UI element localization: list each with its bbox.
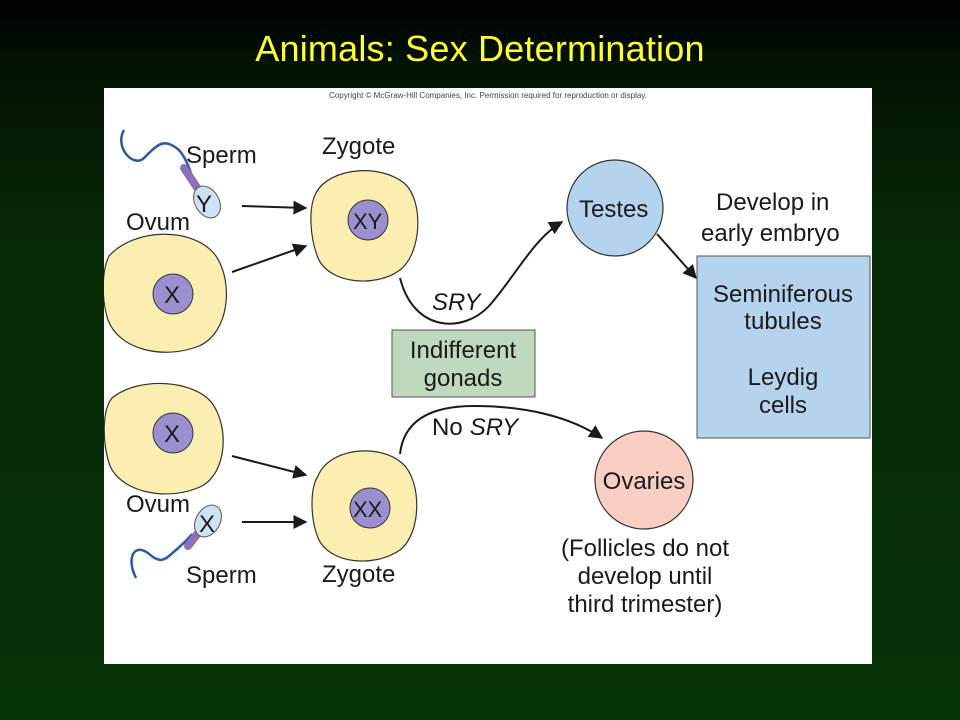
indifferent-gonads-line2: gonads xyxy=(424,365,503,392)
ovum-bottom-nucleus xyxy=(152,412,194,454)
sperm-top: Y xyxy=(120,129,221,219)
copyright-notice: Copyright © McGraw-Hill Companies, Inc. … xyxy=(329,91,647,100)
zygote-bottom-nucleus xyxy=(349,487,391,529)
ovaries-note-line1: (Follicles do not xyxy=(561,535,729,562)
no-sry-gene: SRY xyxy=(470,414,520,441)
arrow-testes-to-box xyxy=(656,233,697,280)
sperm-top-chromosome: Y xyxy=(196,191,212,218)
arrow-sperm-to-zygote-top xyxy=(241,200,308,215)
no-sry-prefix: No xyxy=(432,414,463,441)
testes-note-line2: early embryo xyxy=(701,220,840,247)
indifferent-gonads-box xyxy=(391,329,536,398)
ovaries-note-line2: develop until xyxy=(578,563,713,590)
zygote-top-nucleus xyxy=(347,199,389,241)
ovaries-note-line3: third trimester) xyxy=(568,591,723,618)
sperm-bottom-label: Sperm xyxy=(186,562,257,589)
zygote-bottom-genotype: XX xyxy=(353,497,383,522)
sperm-bottom-chromosome: X xyxy=(199,511,215,538)
testes-label: Testes xyxy=(579,196,648,223)
ovum-bottom-label: Ovum xyxy=(126,491,190,518)
figure-panel: Copyright © McGraw-Hill Companies, Inc. … xyxy=(104,88,872,664)
slide-title: Animals: Sex Determination xyxy=(255,28,705,69)
indifferent-gonads-line1: Indifferent xyxy=(410,337,517,364)
ovaries-label: Ovaries xyxy=(603,468,686,495)
ovum-top-nucleus xyxy=(152,273,194,315)
arrow-ovum-to-zygote-top xyxy=(231,243,308,273)
sperm-top-label: Sperm xyxy=(186,142,257,169)
testes-box-line3: Leydig xyxy=(748,364,819,391)
testes-node xyxy=(566,159,664,257)
ovaries-node xyxy=(594,430,694,530)
ovum-top-label: Ovum xyxy=(126,209,190,236)
testes-box-line4: cells xyxy=(759,392,807,419)
zygote-bottom-label: Zygote xyxy=(322,561,395,588)
arrow-sry-to-testes xyxy=(399,221,564,325)
arrow-ovum-to-zygote-bottom xyxy=(231,455,308,479)
testes-box-line2: tubules xyxy=(744,308,821,335)
zygote-top-genotype: XY xyxy=(353,209,383,234)
testes-structures-box xyxy=(696,255,871,439)
no-sry-label: No SRY xyxy=(432,414,520,441)
ovum-top-chromosome: X xyxy=(164,282,180,309)
testes-box-line1: Seminiferous xyxy=(713,281,853,308)
zygote-top-label: Zygote xyxy=(322,133,395,160)
sex-determination-diagram: Y Sperm Ovum X Zygote XY SRY Testes Deve… xyxy=(104,129,871,618)
sperm-bottom: X xyxy=(130,504,222,579)
testes-note-line1: Develop in xyxy=(716,189,829,216)
ovum-bottom-chromosome: X xyxy=(164,421,180,448)
sry-label: SRY xyxy=(432,289,482,316)
arrow-no-sry-to-ovaries xyxy=(399,404,604,455)
